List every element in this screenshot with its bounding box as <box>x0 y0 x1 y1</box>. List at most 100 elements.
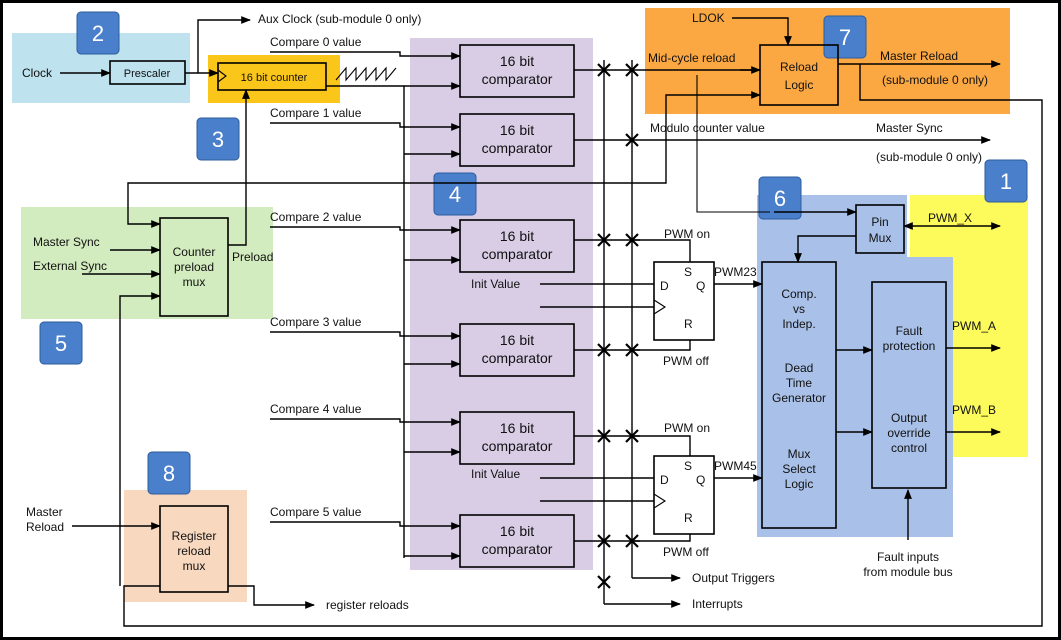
svg-text:16 bit: 16 bit <box>500 53 534 69</box>
compare-5-label: Compare 5 value <box>270 505 362 519</box>
svg-text:comparator: comparator <box>482 71 553 87</box>
comparator-0: 16 bit comparator <box>459 44 575 98</box>
deadtime-label-9: Logic <box>785 477 814 491</box>
deadtime-label-8: Select <box>782 462 816 476</box>
pwm45-on-label: PWM on <box>664 421 710 435</box>
region-5-sync <box>21 207 273 319</box>
master-sync-out-note: (sub-module 0 only) <box>876 150 982 164</box>
pwm45-on-wire <box>632 435 691 456</box>
master-sync-out-label: Master Sync <box>876 121 943 135</box>
fault-inputs-label-1: Fault inputs <box>877 550 939 564</box>
pin-mux-to-deadtime-wire <box>794 235 856 263</box>
ldok-wire <box>732 17 792 46</box>
fault-label-1: Fault <box>896 324 923 338</box>
compare-2-label: Compare 2 value <box>270 210 362 224</box>
master-reload-in-label-2: Reload <box>26 520 64 534</box>
badge-8: 8 <box>147 451 191 495</box>
counter-preload-mux-block <box>159 217 229 317</box>
pin-mux-label-2: Mux <box>869 231 892 245</box>
comparator-2: 16 bit comparator <box>459 219 575 273</box>
reload-logic-label-1: Reload <box>780 60 818 74</box>
badge-1: 1 <box>984 159 1028 203</box>
compare-2-wire <box>270 226 461 234</box>
register-reload-mux-block <box>159 505 229 593</box>
modulo-to-reload-wire <box>665 91 761 140</box>
ff23-clock-notch <box>653 299 667 315</box>
ff45-clock-notch <box>653 493 667 509</box>
deadtime-label-3: Indep. <box>782 317 815 331</box>
master-reload-in-label-1: Master <box>26 505 63 519</box>
comparator-4: 16 bit comparator <box>459 411 575 465</box>
svg-text:16 bit: 16 bit <box>500 523 534 539</box>
compare-4-label: Compare 4 value <box>270 402 362 416</box>
preload-to-counter-wire <box>228 89 250 246</box>
counter-16bit-block <box>217 62 327 91</box>
svg-text:comparator: comparator <box>482 246 553 262</box>
preload-mux-label-1: Counter <box>173 245 216 259</box>
preload-mux-label-3: mux <box>183 275 206 289</box>
reg-reload-mux-label-2: reload <box>177 544 210 558</box>
aux-clock-wire <box>197 16 251 73</box>
pwm45-off-wire <box>632 534 691 542</box>
mid-cycle-reload-label: Mid-cycle reload <box>648 51 735 65</box>
register-reloads-label: register reloads <box>326 598 409 612</box>
ff45-s-pin: S <box>684 459 692 473</box>
svg-text:16 bit: 16 bit <box>500 332 534 348</box>
modulo-counter-label: Modulo counter value <box>650 121 765 135</box>
compare-5-wire <box>270 521 461 530</box>
svg-text:2: 2 <box>92 21 104 46</box>
compare-1-label: Compare 1 value <box>270 106 362 120</box>
reg-reload-mux-label-3: mux <box>183 559 206 573</box>
region-8-register-reload <box>124 490 247 602</box>
svg-text:16 bit: 16 bit <box>500 122 534 138</box>
pwm45-off-label: PWM off <box>663 545 709 559</box>
fault-label-5: control <box>891 441 927 455</box>
ff23-q-pin: Q <box>696 279 705 293</box>
pwm-a-label: PWM_A <box>952 319 996 333</box>
svg-text:comparator: comparator <box>482 438 553 454</box>
master-sync-in-label: Master Sync <box>33 235 100 249</box>
preload-label: Preload <box>232 250 273 264</box>
reload-feedback-wire <box>123 64 1043 627</box>
pwm-b-label: PWM_B <box>952 403 996 417</box>
fault-label-4: override <box>887 426 931 440</box>
ff23-d-pin: D <box>660 279 669 293</box>
svg-text:4: 4 <box>449 182 461 207</box>
fault-label-3: Output <box>891 411 928 425</box>
reload-to-preload-wire <box>119 292 161 586</box>
deadtime-label-7: Mux <box>788 447 811 461</box>
reload-logic-block <box>759 44 839 106</box>
ff23-r-pin: R <box>684 317 693 331</box>
aux-clock-label: Aux Clock (sub-module 0 only) <box>258 12 421 26</box>
sync-feedback-wire <box>127 140 667 228</box>
badge-4: 4 <box>433 172 477 216</box>
svg-text:8: 8 <box>163 461 175 486</box>
reg-reload-mux-label-1: Register <box>172 529 217 543</box>
region-6-deadtime-body <box>757 257 953 537</box>
ff23-s-pin: S <box>684 265 692 279</box>
compare-0-wire <box>270 51 461 60</box>
ff45-q-pin: Q <box>696 473 705 487</box>
counter-16bit-label: 16 bit counter <box>241 72 308 84</box>
pwm23-off-wire <box>632 340 691 351</box>
ldok-label: LDOK <box>692 11 725 25</box>
compare-1-wire <box>270 122 461 131</box>
svg-text:comparator: comparator <box>482 350 553 366</box>
region-4-comparators <box>410 38 593 570</box>
badge-3: 3 <box>196 117 240 161</box>
svg-text:3: 3 <box>212 127 224 152</box>
pin-mux-label-1: Pin <box>871 215 888 229</box>
badge-2: 2 <box>76 11 120 55</box>
svg-text:comparator: comparator <box>482 541 553 557</box>
deadtime-label-4: Dead <box>785 361 814 375</box>
svg-text:5: 5 <box>55 331 67 356</box>
counter-clock-notch <box>217 69 227 83</box>
fault-protection-block <box>871 281 947 489</box>
deadtime-label-6: Generator <box>772 391 826 405</box>
compare-3-label: Compare 3 value <box>270 315 362 329</box>
crossbar-junctions <box>597 63 639 589</box>
pwm23-on-label: PWM on <box>664 227 710 241</box>
mid-cycle-to-pinmux-wire <box>696 75 770 213</box>
